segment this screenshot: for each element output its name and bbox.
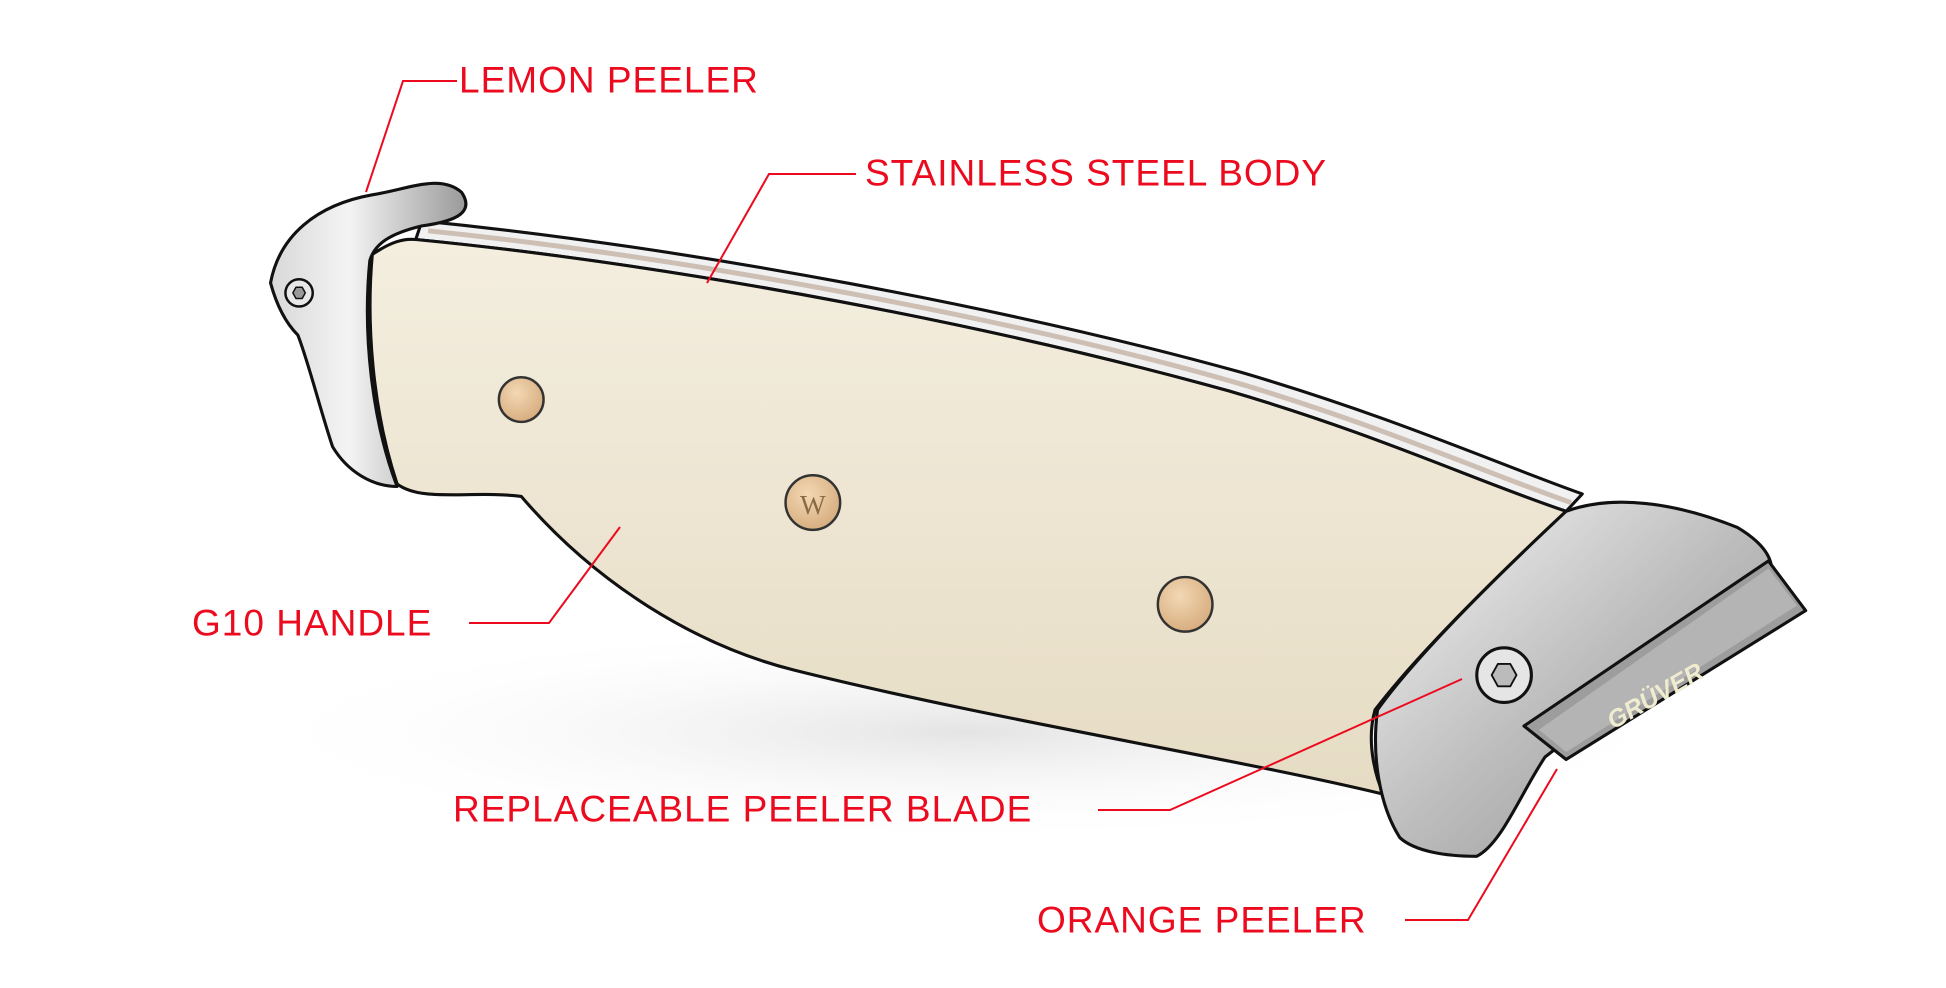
leader-lemon-peeler xyxy=(365,80,457,193)
pin-logo: W xyxy=(800,490,826,520)
leader-orange-peeler xyxy=(1405,768,1558,921)
label-lemon-peeler: LEMON PEELER xyxy=(459,59,759,101)
leader-stainless-steel-body xyxy=(706,173,856,284)
label-g10-handle: G10 HANDLE xyxy=(192,602,433,644)
label-orange-peeler: ORANGE PEELER xyxy=(1037,899,1367,941)
handle-pin-logo xyxy=(784,474,842,532)
lemon-peeler-cap xyxy=(268,181,468,489)
orange-peeler-cap xyxy=(1374,500,1774,858)
handle-pin xyxy=(497,376,545,424)
leader-g10-handle xyxy=(469,526,621,624)
lemon-peeler-screw xyxy=(284,277,314,308)
label-replaceable-peeler-blade: REPLACEABLE PEELER BLADE xyxy=(453,788,1033,830)
handle-pin xyxy=(1156,575,1214,633)
blade-screw xyxy=(1475,646,1533,704)
g10-handle xyxy=(368,237,1568,796)
leader-replaceable-peeler-blade xyxy=(1098,678,1463,811)
label-stainless-steel-body: STAINLESS STEEL BODY xyxy=(865,152,1328,194)
